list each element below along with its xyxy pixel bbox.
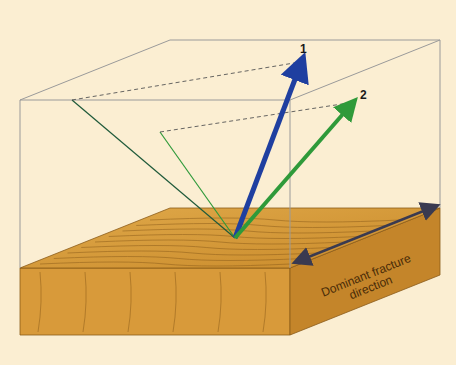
wood-grain [40,262,290,266]
wood-grain [68,251,318,255]
wood-grain [128,272,131,332]
callout-number: 1 [300,42,307,56]
wood-grain [54,257,304,261]
wood-grain [150,218,400,222]
wood-grain [81,246,331,250]
wood-grain [38,272,41,332]
wood-grain [95,240,345,244]
wood-grain [123,229,373,233]
wood-grain [136,224,386,228]
wood-grain [173,272,176,332]
callout-number: 2 [360,88,367,102]
wood-grain [263,272,266,332]
wood-grain [218,272,221,332]
wood-grain [83,272,86,332]
